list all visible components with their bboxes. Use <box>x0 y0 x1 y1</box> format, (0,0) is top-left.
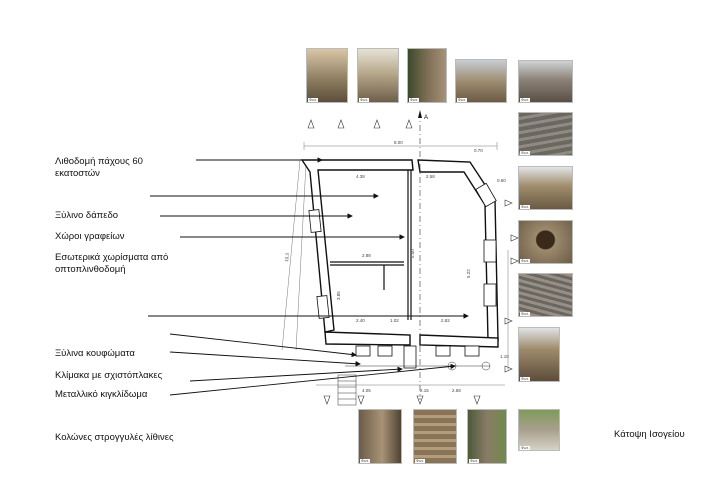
dim-mid: 2.88 <box>362 253 371 258</box>
dim-bottom-b: 2.15 <box>420 388 429 393</box>
label-stair: Κλίμακα με σχιστόπλακες <box>55 370 163 381</box>
photo-top-5: Φωτ. <box>518 60 573 103</box>
photo-bottom-4: Φωτ. <box>518 409 560 451</box>
photo-top-4: Φωτ. <box>455 59 507 103</box>
photo-right-3: Φωτ. <box>518 220 573 264</box>
section-mark: A <box>424 115 428 121</box>
dim-left-height: 10.3 <box>284 252 290 262</box>
photo-right-2: Φωτ. <box>518 166 573 210</box>
label-partitions: Εσωτερικά χωρίσματα από οπτοπλινθοδομή <box>55 252 169 275</box>
photo-right-1: Φωτ. <box>518 112 573 156</box>
label-columns: Κολώνες στρογγυλές λίθινες <box>55 432 174 443</box>
dim-b2: 1.02 <box>390 318 399 323</box>
label-wood-floor: Ξύλινο δάπεδο <box>55 210 119 221</box>
dim-bottom-a: 4.05 <box>362 388 371 393</box>
label-stone-wall: Λιθοδομή πάχους 60 εκατοστών <box>55 156 143 179</box>
photo-right-5: Φωτ. <box>518 327 560 382</box>
dim-top-total: 8.00 <box>394 140 403 145</box>
dim-top-left: 4.38 <box>356 174 365 179</box>
dim-width-right: 0.60 <box>497 178 506 183</box>
label-wood-frames: Ξύλινα κουφώματα <box>55 348 135 359</box>
dim-top-right: 2.58 <box>426 174 435 179</box>
photo-bottom-2: Φωτ. <box>413 409 457 464</box>
photo-bottom-3: Φωτ. <box>467 409 507 464</box>
dim-b3: 2.82 <box>441 318 450 323</box>
dim-room-height: 3.85 <box>336 291 341 300</box>
label-spiral: Μεταλλικό κιγκλίδωμα <box>55 389 148 400</box>
drawing-title: Κάτοψη Ισογείου <box>614 429 685 440</box>
label-offices: Χώροι γραφείων <box>55 231 125 242</box>
photo-top-1: Φωτ. <box>306 48 348 103</box>
dim-right-height: 5.22 <box>466 269 471 278</box>
dim-b1: 2.40 <box>356 318 365 323</box>
dim-corner: 0.70 <box>474 148 483 153</box>
photo-top-3: Φωτ. <box>407 48 447 103</box>
photo-top-2: Φωτ. <box>357 48 399 103</box>
dim-inner-h: 5.50 <box>410 249 415 258</box>
photo-bottom-1: Φωτ. <box>358 409 402 464</box>
photo-right-4: Φωτ. <box>518 273 573 317</box>
dim-side-right: 1.10 <box>500 354 509 359</box>
dim-bottom-c: 2.58 <box>452 388 461 393</box>
